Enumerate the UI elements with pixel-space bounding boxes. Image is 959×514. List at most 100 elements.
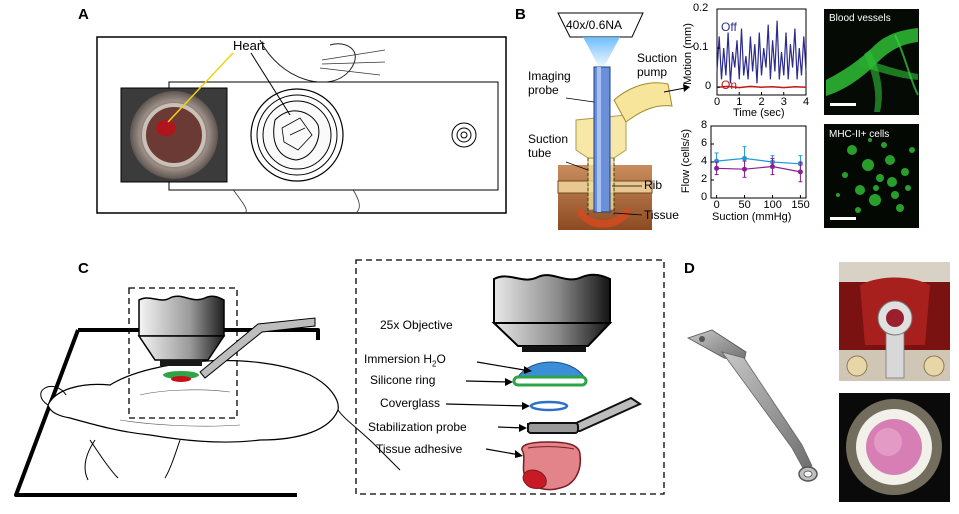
panel-a-frame <box>96 36 507 214</box>
mhc-cell <box>869 194 881 206</box>
tissue-leader <box>613 212 643 216</box>
motion-series-off <box>716 20 807 84</box>
mhc-cell <box>847 145 857 155</box>
legend-immersion-sub: 2 <box>432 359 437 369</box>
mouse-head-sketch <box>259 39 356 83</box>
heart-label: Heart <box>233 38 265 53</box>
micro-image-mhc <box>824 124 919 228</box>
mouse-whiskers <box>319 49 386 76</box>
mhc-cell <box>901 168 909 176</box>
motion-ylabel: Motion (mm) <box>681 23 694 85</box>
flow-xlabel: Suction (mmHg) <box>712 211 792 223</box>
objective-40x <box>557 12 644 38</box>
legend-objective: 25x Objective <box>380 318 453 332</box>
flow-xtick-label: 100 <box>763 199 782 211</box>
tissue-region <box>578 205 630 228</box>
heart-leader-photo <box>167 52 234 123</box>
objective-small-nose <box>137 335 226 361</box>
imaging-probe-label: Imaging probe <box>528 69 571 97</box>
objective-big-nose <box>491 322 613 347</box>
panel-b <box>557 8 919 230</box>
panel-letter-c: C <box>78 260 89 277</box>
vessel-branch-2 <box>864 50 882 112</box>
mhc-cells <box>836 138 915 213</box>
suction-pump-label: Suction pump <box>637 51 678 79</box>
flow-chart <box>710 125 807 199</box>
rib-label: Rib <box>644 178 663 192</box>
coverglass <box>529 400 569 412</box>
mhc-cell <box>909 147 915 153</box>
port-middle <box>456 127 472 143</box>
silicone-small <box>163 371 199 379</box>
adhesive-layer <box>527 446 575 450</box>
panel-a <box>96 36 507 214</box>
motion-ytick-label: 0.2 <box>693 2 709 14</box>
mouse-fur <box>119 389 241 427</box>
flow-ytick-label: 4 <box>701 155 708 167</box>
silicone-ring <box>512 375 588 387</box>
legend-silicone: Silicone ring <box>370 373 436 387</box>
legend-arrows <box>445 361 532 458</box>
probe-leader <box>565 97 595 103</box>
tube-leader <box>565 161 589 171</box>
mhc-cell <box>842 172 848 178</box>
motion-ytick-label: 0.1 <box>693 41 709 54</box>
mhc-cell <box>836 193 840 197</box>
flow-ytick-label: 8 <box>701 119 708 131</box>
imaging-probe <box>593 66 611 213</box>
motion-xtick-label: 4 <box>803 96 810 108</box>
objective-big <box>493 273 611 324</box>
panel-letter-a: A <box>78 6 89 23</box>
imaging-probe-highlight <box>597 67 601 212</box>
mhc-cell <box>855 207 861 213</box>
flow-xtick-label: 0 <box>713 199 720 211</box>
mhc-cell <box>876 174 884 182</box>
panel-d <box>687 262 950 502</box>
heart-sketch <box>273 110 320 161</box>
flow-ytick-label: 6 <box>701 137 708 149</box>
motion-xtick-label: 3 <box>780 96 787 108</box>
mhc-cell <box>887 177 897 187</box>
suction-pump-hose <box>613 82 673 123</box>
micro-label-mhc: MHC-II+ cells <box>829 129 890 140</box>
mhc-cell <box>868 138 872 142</box>
motion-xtick-label: 0 <box>714 96 721 108</box>
surgery-photo-top <box>839 262 950 282</box>
motion-ytick-label: 0 <box>705 80 712 93</box>
stabilization-ring <box>527 422 579 434</box>
legend-immersion-text: Immersion H <box>364 352 433 366</box>
legend-adhesive: Tissue adhesive <box>376 442 463 456</box>
surgery-clamp-right <box>923 355 945 377</box>
flow-point <box>742 166 748 172</box>
scale-bar-top <box>830 103 856 106</box>
flow-xtick-label: 50 <box>738 199 751 211</box>
window-photo-highlight <box>874 428 902 456</box>
objective-40x-label: 40x/0.6NA <box>566 18 623 32</box>
surgery-clamp-left <box>846 355 868 377</box>
scale-bar-bottom <box>830 217 856 220</box>
flow-series-line <box>716 165 801 173</box>
vessel-fine <box>894 34 919 96</box>
motion-xtick-label: 2 <box>758 96 765 108</box>
panel-c <box>14 259 665 497</box>
flow-xtick-label: 150 <box>791 199 810 211</box>
heart-atrium <box>522 469 547 489</box>
heart-small <box>171 376 191 382</box>
probe-3d-shaft <box>721 351 813 471</box>
flow-point <box>742 155 748 161</box>
heart-photo-tissue <box>156 120 176 136</box>
mhc-cell <box>891 191 899 199</box>
legend-coverglass: Coverglass <box>380 396 441 410</box>
mhc-cell <box>905 185 911 191</box>
light-cone <box>583 37 620 67</box>
flow-series-line <box>716 157 801 165</box>
flow-ylabel: Flow (cells/s) <box>680 128 693 194</box>
motion-legend-off: Off <box>721 20 737 34</box>
motion-xtick-label: 1 <box>736 96 743 108</box>
motion-series-on <box>716 85 807 89</box>
legend-immersion-suffix: O <box>436 352 446 366</box>
mhc-cell <box>881 142 887 148</box>
port-inner <box>460 131 468 139</box>
legend-box <box>355 259 665 495</box>
